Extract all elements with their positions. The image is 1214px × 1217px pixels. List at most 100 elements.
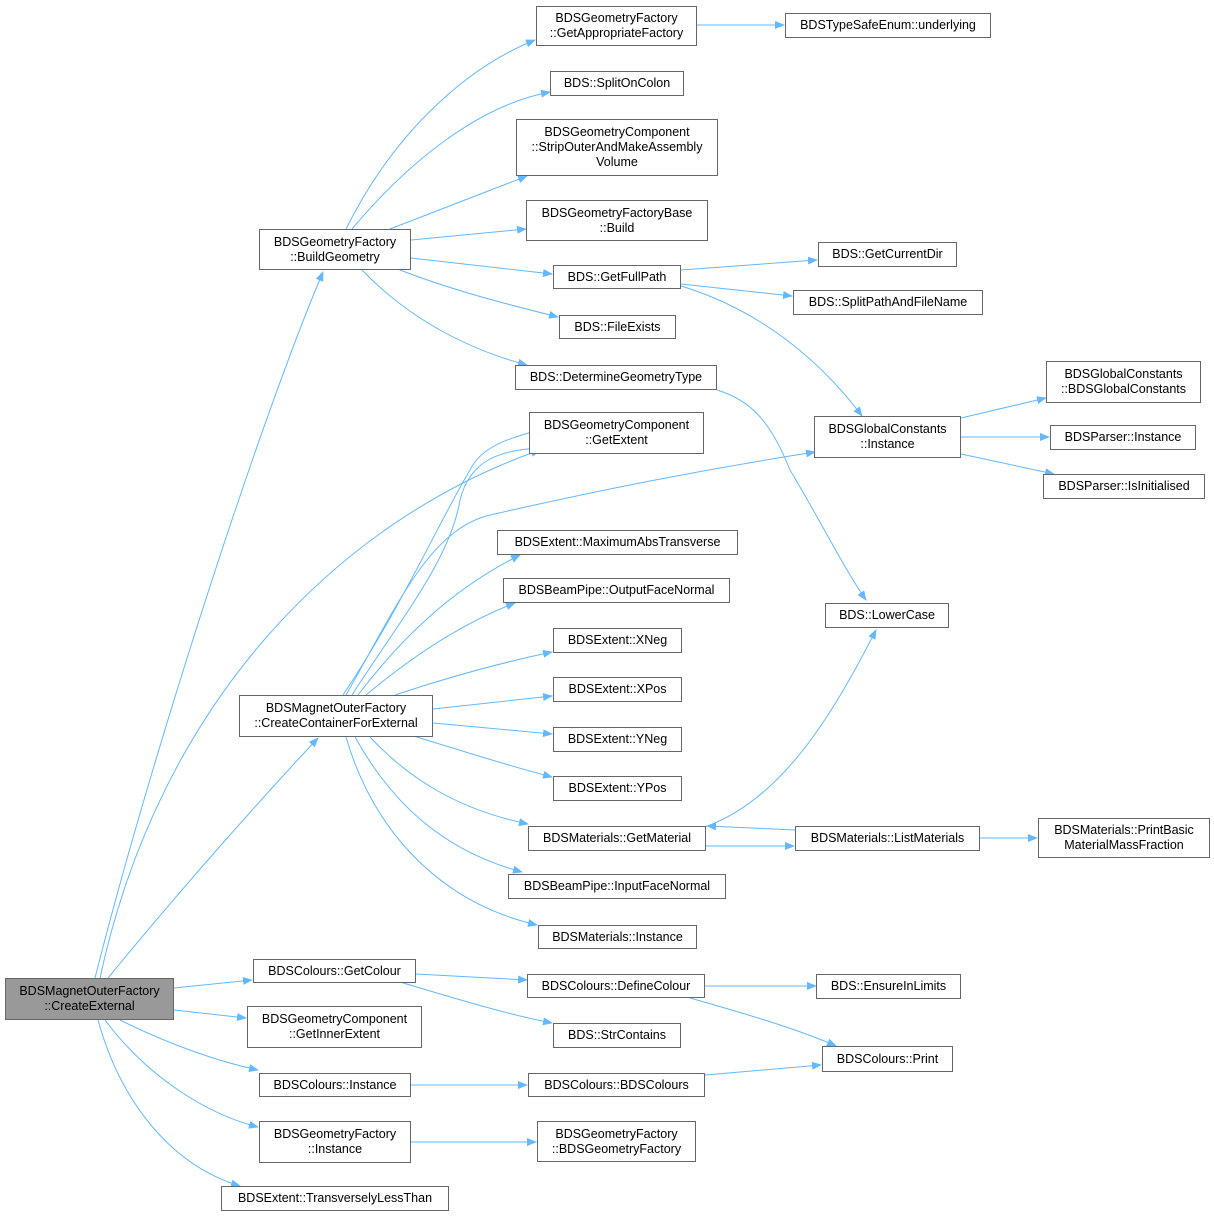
edge xyxy=(960,453,1055,477)
node-col-instance[interactable]: BDSColours::Instance xyxy=(259,1073,411,1097)
node-parser-isinit[interactable]: BDSParser::IsInitialised xyxy=(1043,474,1205,499)
node-getfullpath[interactable]: BDS::GetFullPath xyxy=(553,265,681,289)
node-label-line: BDSExtent::YPos xyxy=(568,781,667,795)
edge xyxy=(365,602,516,696)
node-detgeomtype[interactable]: BDS::DetermineGeometryType xyxy=(515,365,717,390)
edge xyxy=(345,736,538,927)
node-gfb-build[interactable]: BDSGeometryFactoryBase::Build xyxy=(526,200,708,241)
node-label-line: ::CreateExternal xyxy=(44,999,135,1013)
node-ext-yneg[interactable]: BDSExtent::YNeg xyxy=(553,727,682,752)
node-label-line: BDS::SplitOnColon xyxy=(563,76,671,90)
node-glob-ctor[interactable]: BDSGlobalConstants::BDSGlobalConstants xyxy=(1046,361,1201,403)
node-root: BDSMagnetOuterFactory::CreateExternal xyxy=(5,978,174,1020)
node-mof-container[interactable]: BDSMagnetOuterFactory::CreateContainerFo… xyxy=(239,695,433,737)
edge xyxy=(94,271,324,979)
node-splitpath[interactable]: BDS::SplitPathAndFileName xyxy=(793,290,983,315)
node-parser-instance[interactable]: BDSParser::Instance xyxy=(1050,425,1196,450)
node-label-line: ::Build xyxy=(599,220,635,235)
edge xyxy=(351,444,541,696)
node-tse-underlying[interactable]: BDSTypeSafeEnum::underlying xyxy=(785,13,991,38)
edge xyxy=(415,973,528,984)
edge xyxy=(107,737,319,979)
node-glob-instance[interactable]: BDSGlobalConstants::Instance xyxy=(814,416,961,458)
node-label-line: BDSMaterials::PrintBasic xyxy=(1054,823,1194,837)
edge xyxy=(680,256,818,271)
node-getcurrentdir[interactable]: BDS::GetCurrentDir xyxy=(818,242,957,267)
node-label-line: BDSParser::Instance xyxy=(1064,430,1182,444)
node-bp-outputface[interactable]: BDSBeamPipe::OutputFaceNormal xyxy=(503,578,730,603)
node-gc-getinnerextent[interactable]: BDSGeometryComponent::GetInnerExtent xyxy=(247,1006,422,1048)
node-label-line: ::BDSGeometryFactory xyxy=(551,1141,682,1156)
node-label-line: BDS::GetCurrentDir xyxy=(832,247,943,261)
node-label-line: BDSGlobalConstants xyxy=(828,422,947,436)
node-label-line: BDSGeometryComponent xyxy=(261,1012,408,1026)
node-label-line: ::BuildGeometry xyxy=(290,249,380,264)
node-label-line: BDS::EnsureInLimits xyxy=(830,979,947,993)
node-lowercase[interactable]: BDS::LowerCase xyxy=(825,603,949,628)
node-gc-getextent[interactable]: BDSGeometryComponent::GetExtent xyxy=(529,412,704,454)
node-col-define[interactable]: BDSColours::DefineColour xyxy=(527,974,705,998)
node-label-line: BDSMaterials::Instance xyxy=(552,929,683,944)
node-label-line: ::Instance xyxy=(860,437,915,451)
node-label-line: BDSGeometryFactory xyxy=(273,234,397,249)
node-ext-maxabstrans[interactable]: BDSExtent::MaximumAbsTransverse xyxy=(497,530,738,555)
edge xyxy=(345,39,536,230)
edge xyxy=(399,981,553,1026)
node-mat-getmaterial[interactable]: BDSMaterials::GetMaterial xyxy=(528,826,706,851)
edge xyxy=(119,1019,259,1073)
node-mat-instance[interactable]: BDSMaterials::Instance xyxy=(538,925,697,949)
edge xyxy=(394,649,553,696)
edge xyxy=(357,554,521,696)
edge xyxy=(432,693,553,710)
edge xyxy=(409,734,553,779)
node-mat-list[interactable]: BDSMaterials::ListMaterials xyxy=(795,826,980,851)
edge xyxy=(173,1009,247,1021)
node-col-getcolour[interactable]: BDSColours::GetColour xyxy=(253,959,416,983)
node-label-line: BDS::SplitPathAndFileName xyxy=(808,295,968,309)
node-label-line: BDSColours::Instance xyxy=(273,1077,397,1092)
node-label-line: BDSBeamPipe::InputFaceNormal xyxy=(523,879,711,893)
node-label-line: BDSExtent::YNeg xyxy=(567,732,668,746)
node-gf-getapprop[interactable]: BDSGeometryFactory::GetAppropriateFactor… xyxy=(536,6,697,46)
node-label-line: BDS::FileExists xyxy=(574,319,661,334)
edge xyxy=(389,175,528,230)
node-bp-inputface[interactable]: BDSBeamPipe::InputFaceNormal xyxy=(508,874,726,899)
node-strcontains[interactable]: BDS::StrContains xyxy=(553,1023,681,1048)
node-label-line: BDSGeometryComponent xyxy=(543,418,690,432)
edge xyxy=(410,257,553,277)
node-ext-transless[interactable]: BDSExtent::TransverselyLessThan xyxy=(221,1186,449,1211)
edge xyxy=(97,1019,241,1188)
node-label-line: BDSGeometryComponent xyxy=(544,125,690,139)
node-label-line: BDSGlobalConstants xyxy=(1064,367,1183,381)
node-label-line: BDSColours::BDSColours xyxy=(544,1077,689,1092)
node-label-line: BDSGeometryFactory xyxy=(555,1126,678,1141)
node-label-line: BDSBeamPipe::OutputFaceNormal xyxy=(518,583,715,597)
edge xyxy=(432,722,553,738)
node-gf-instance[interactable]: BDSGeometryFactory::Instance xyxy=(259,1121,411,1163)
node-ext-xpos[interactable]: BDSExtent::XPos xyxy=(553,677,682,702)
node-label-line: BDSMaterials::GetMaterial xyxy=(543,831,691,845)
node-col-print[interactable]: BDSColours::Print xyxy=(822,1046,953,1072)
node-gf-ctor[interactable]: BDSGeometryFactory::BDSGeometryFactory xyxy=(537,1121,696,1162)
node-ext-xneg[interactable]: BDSExtent::XNeg xyxy=(553,628,682,653)
node-splitoncolon[interactable]: BDS::SplitOnColon xyxy=(550,71,684,96)
edge xyxy=(104,1019,259,1129)
edge xyxy=(173,976,253,989)
node-label-line: BDSTypeSafeEnum::underlying xyxy=(800,18,976,32)
edge xyxy=(394,267,559,319)
node-gc-strip[interactable]: BDSGeometryComponent::StripOuterAndMakeA… xyxy=(516,119,718,176)
edge xyxy=(680,285,863,417)
edge xyxy=(706,822,796,831)
edge xyxy=(345,449,816,696)
edge xyxy=(704,629,877,828)
node-ensureinlimits[interactable]: BDS::EnsureInLimits xyxy=(816,974,961,999)
edge xyxy=(716,389,867,601)
node-label-line: BDS::DetermineGeometryType xyxy=(529,370,703,384)
node-col-ctor[interactable]: BDSColours::BDSColours xyxy=(528,1073,705,1097)
edge xyxy=(354,736,523,874)
node-gf-buildgeom[interactable]: BDSGeometryFactory::BuildGeometry xyxy=(259,229,411,270)
node-ext-ypos[interactable]: BDSExtent::YPos xyxy=(553,776,682,801)
node-fileexists[interactable]: BDS::FileExists xyxy=(559,315,676,339)
